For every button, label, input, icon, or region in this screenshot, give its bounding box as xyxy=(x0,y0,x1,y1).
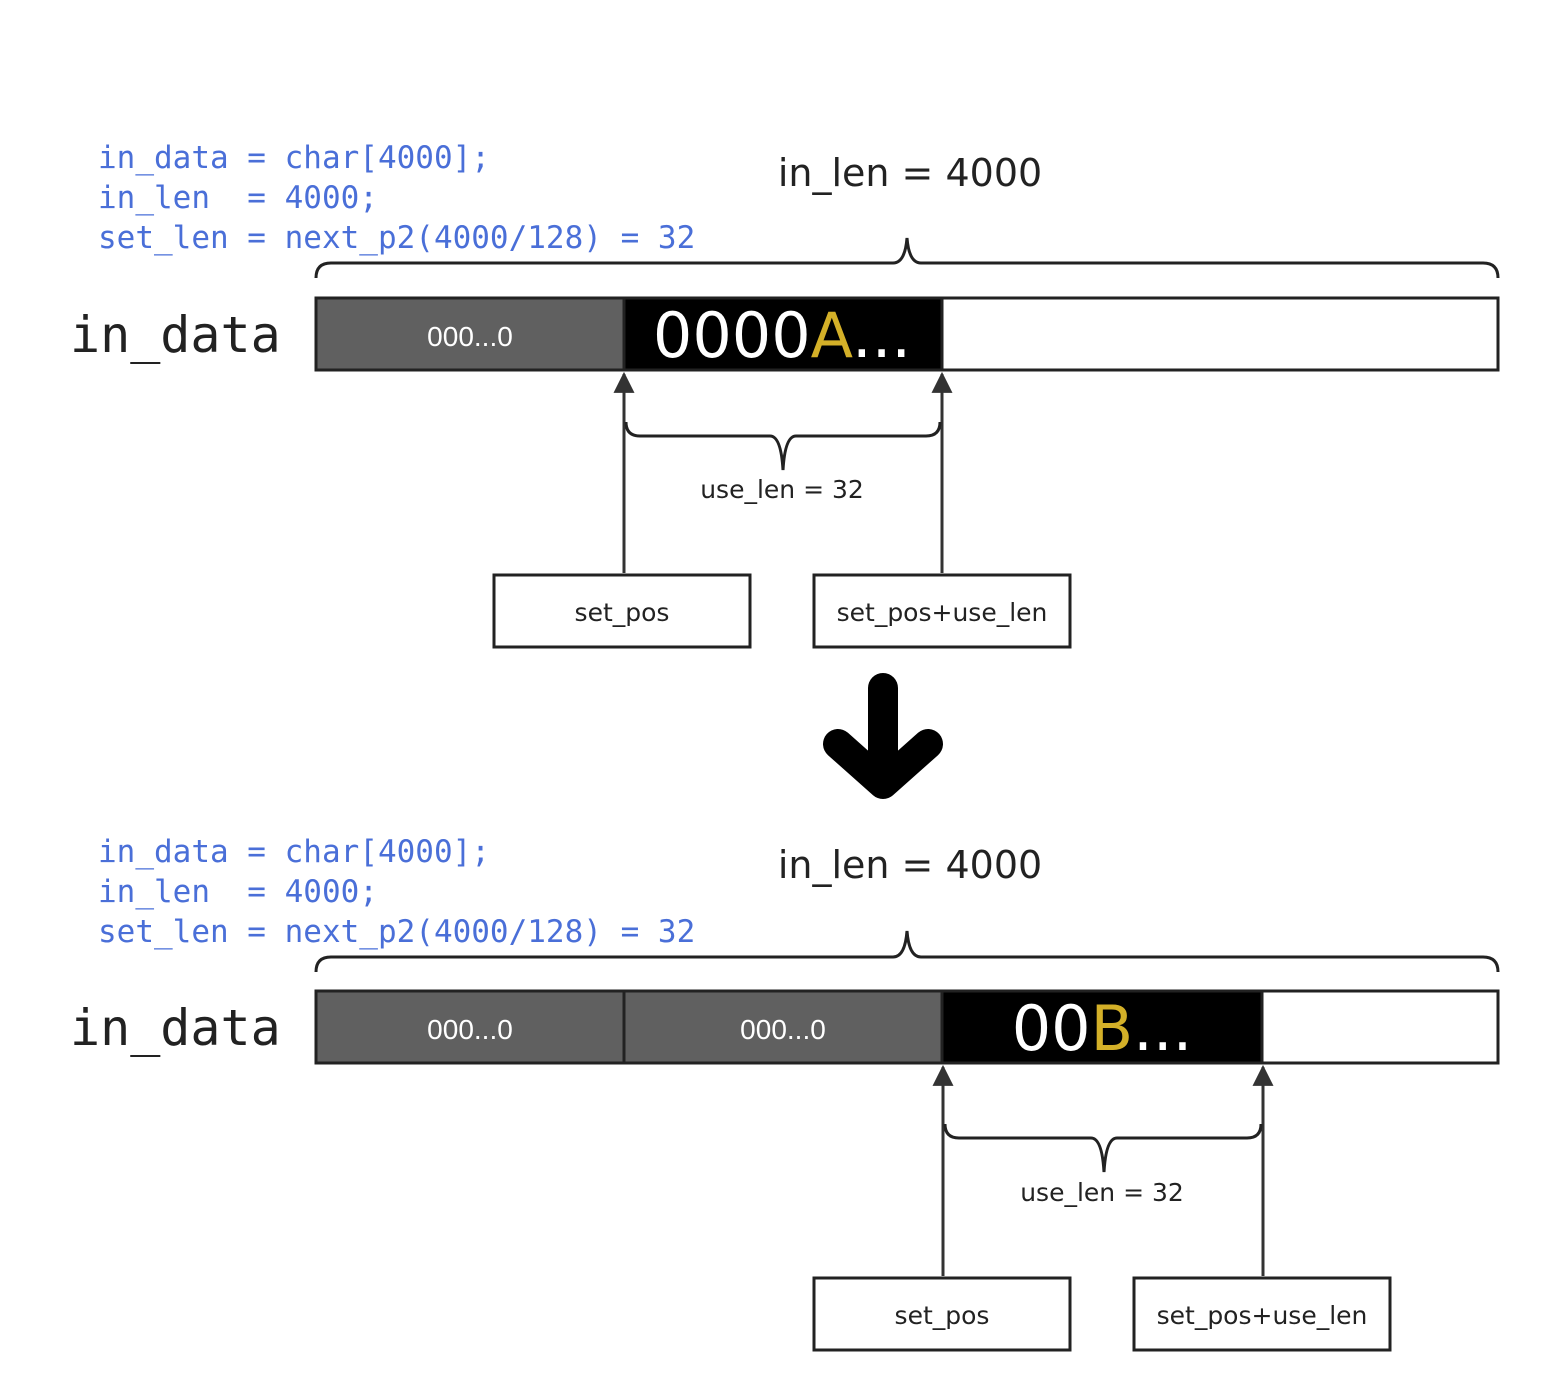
in-len-brace xyxy=(314,237,1500,279)
set-pos-end-box-label: set_pos+use_len xyxy=(837,598,1048,627)
set-pos-box-label: set_pos xyxy=(575,598,670,627)
zero-segment-label: 000...0 xyxy=(427,321,513,352)
zero-segment-1-label: 000...0 xyxy=(427,1014,513,1045)
code-line-3: set_len = next_p2(4000/128) = 32 xyxy=(98,220,695,256)
active-segment-label: 0000A... xyxy=(653,299,911,372)
step-1: in_data = char[4000]; in_len = 4000; set… xyxy=(70,140,1500,649)
active-char: A xyxy=(811,299,853,372)
code-line-3: set_len = next_p2(4000/128) = 32 xyxy=(98,914,695,950)
active-segment xyxy=(940,989,1264,1065)
active-char: B xyxy=(1091,992,1134,1065)
array-label: in_data xyxy=(70,306,281,364)
in-len-brace xyxy=(314,930,1500,973)
set-pos-end-box xyxy=(812,573,1072,649)
set-pos-end-box-label: set_pos+use_len xyxy=(1157,1301,1368,1330)
active-segment-label: 00B... xyxy=(1012,992,1193,1065)
zero-segment-2-label: 000...0 xyxy=(740,1014,826,1045)
code-line-2: in_len = 4000; xyxy=(98,180,378,216)
set-pos-box-label: set_pos xyxy=(895,1301,990,1330)
active-suffix: ... xyxy=(1133,992,1192,1065)
active-suffix: ... xyxy=(852,299,911,372)
use-len-brace xyxy=(624,421,942,471)
array-label: in_data xyxy=(70,999,281,1057)
use-len-brace xyxy=(943,1123,1263,1173)
active-prefix: 0000 xyxy=(653,299,811,372)
code-line-1: in_data = char[4000]; xyxy=(98,140,490,176)
down-arrow-icon xyxy=(823,673,943,799)
in-len-label: in_len = 4000 xyxy=(778,843,1042,887)
set-pos-box xyxy=(492,573,752,649)
in-len-label: in_len = 4000 xyxy=(778,151,1042,195)
code-line-2: in_len = 4000; xyxy=(98,874,378,910)
use-len-label: use_len = 32 xyxy=(1020,1178,1184,1207)
zero-segment-1 xyxy=(314,989,626,1065)
free-segment xyxy=(1260,989,1500,1065)
active-segment xyxy=(622,296,944,372)
code-line-1: in_data = char[4000]; xyxy=(98,834,490,870)
step-2: in_data = char[4000]; in_len = 4000; set… xyxy=(70,834,1500,1352)
set-pos-box xyxy=(812,1276,1072,1352)
free-segment xyxy=(940,296,1500,372)
set-pos-end-box xyxy=(1132,1276,1392,1352)
active-prefix: 00 xyxy=(1012,992,1091,1065)
use-len-label: use_len = 32 xyxy=(700,475,864,504)
